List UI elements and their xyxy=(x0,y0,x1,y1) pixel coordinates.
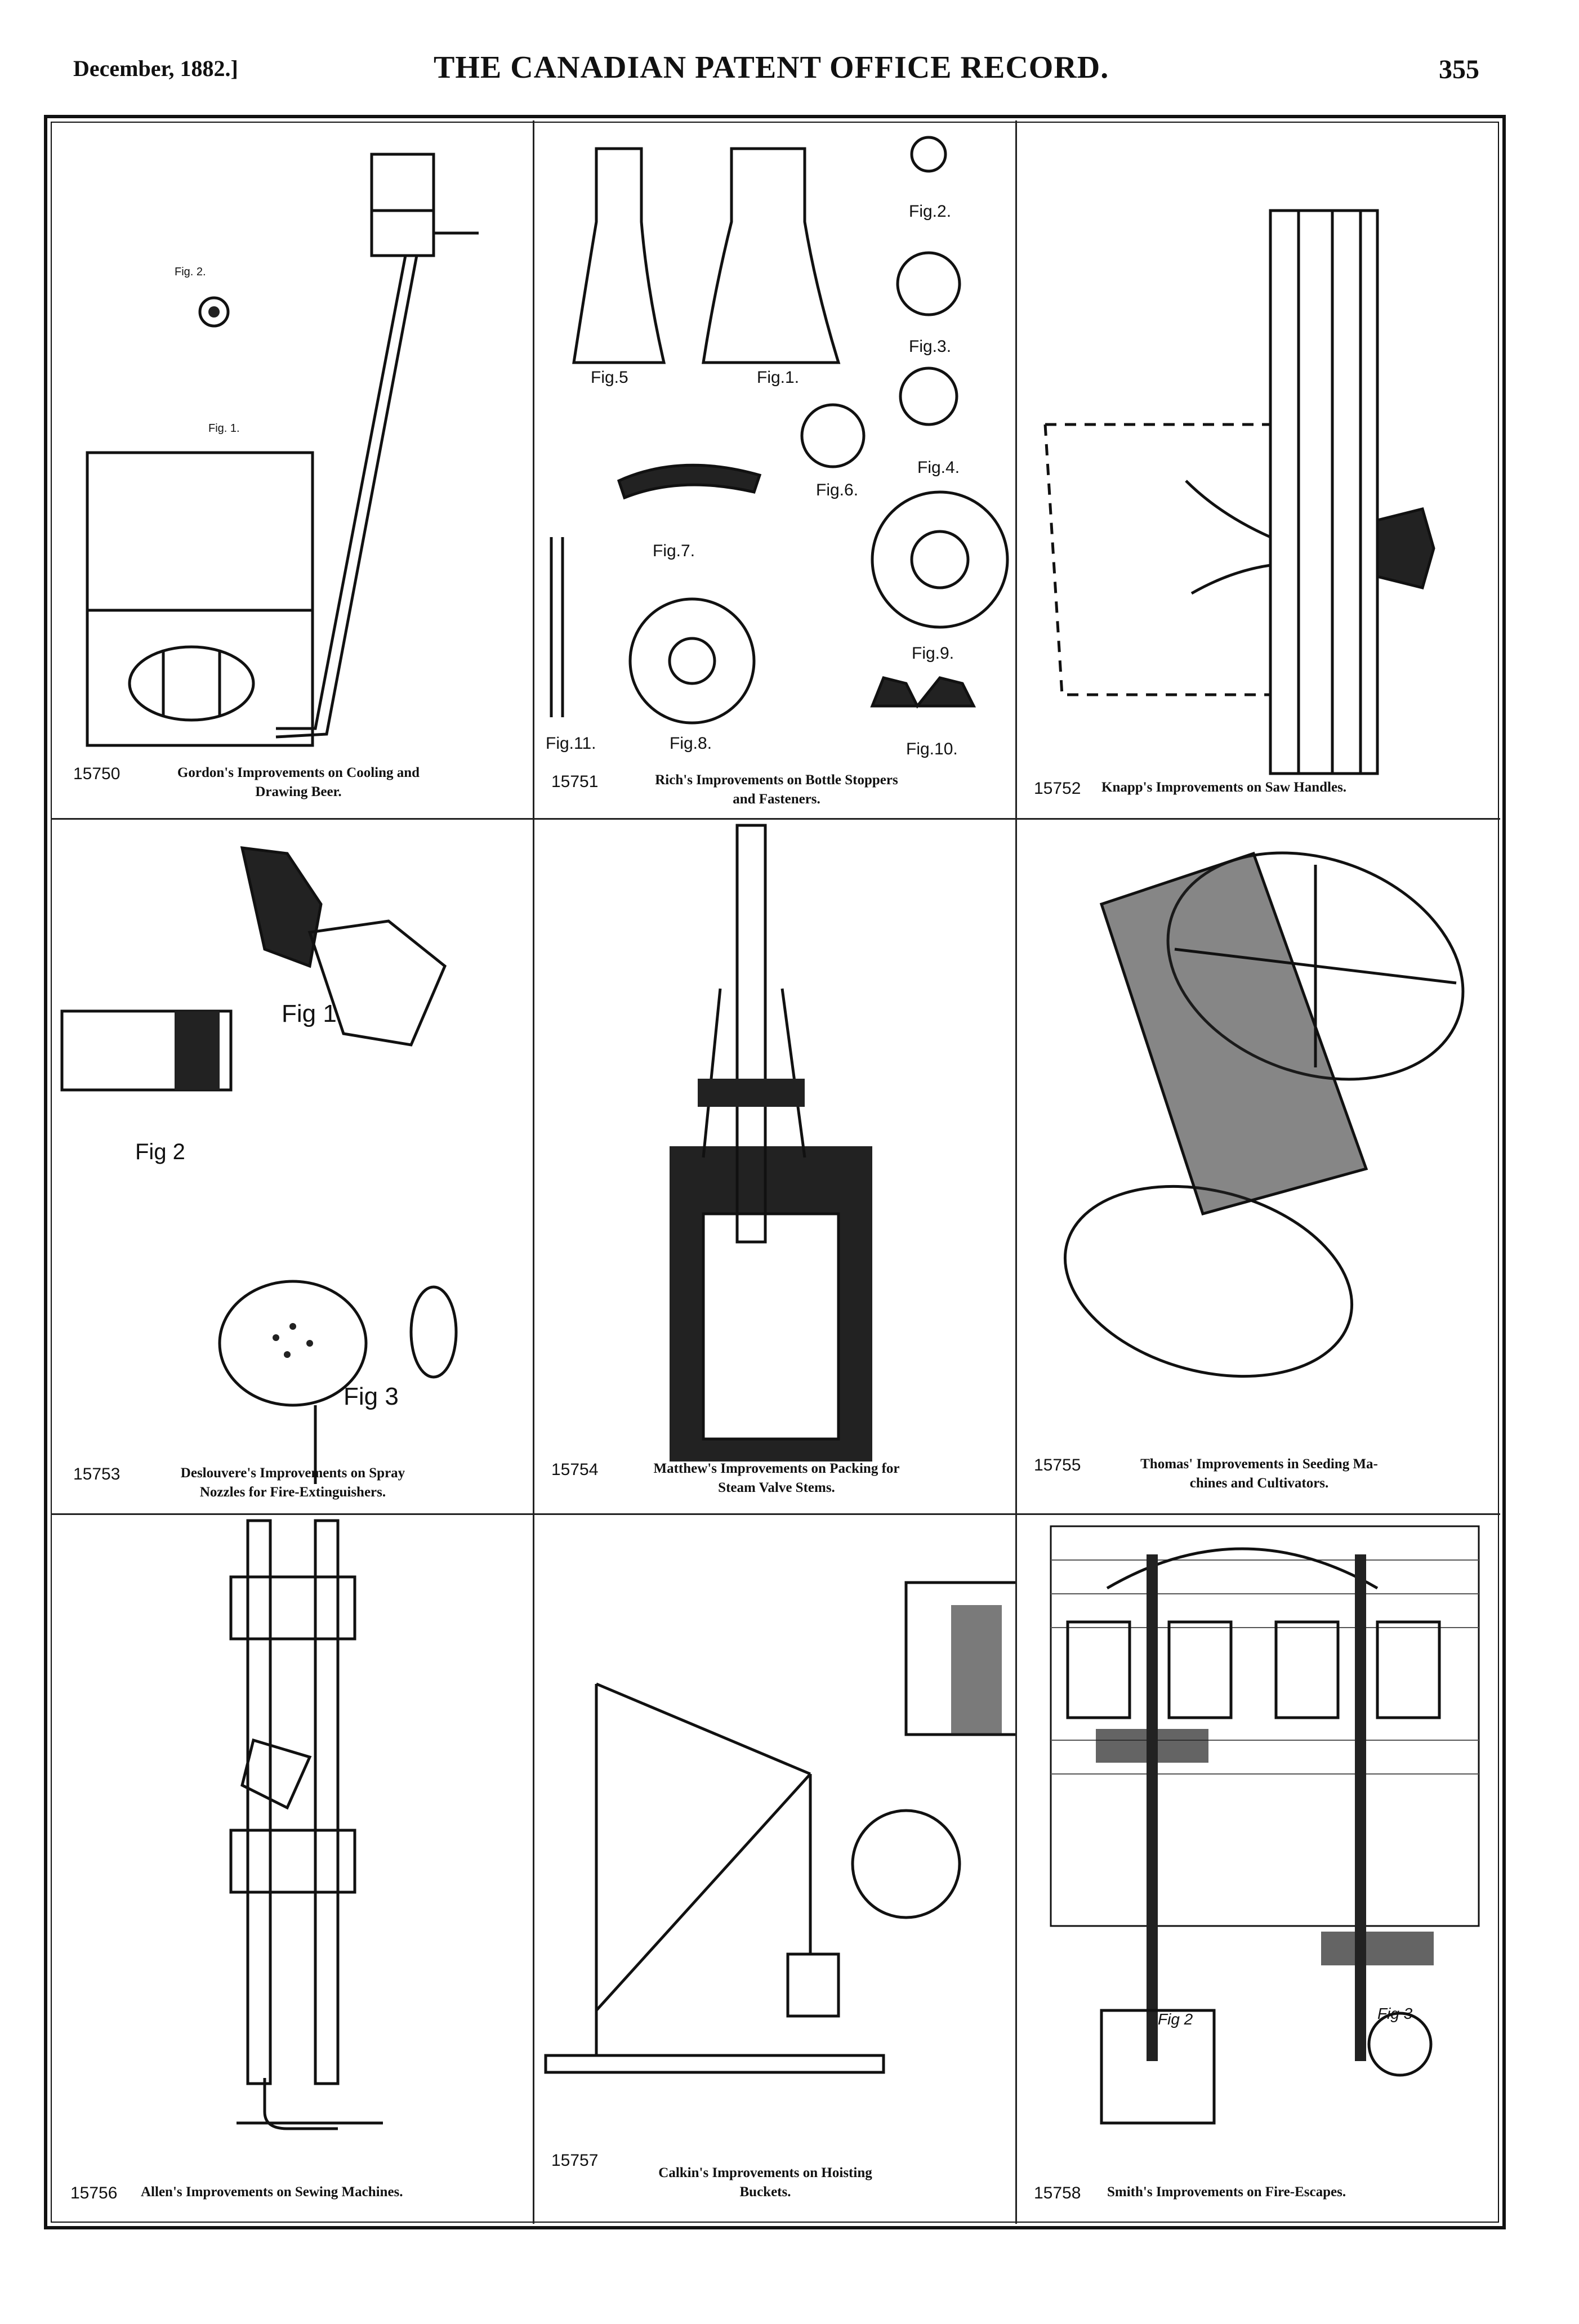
caption-line: Thomas' Improvements in Seeding Ma- xyxy=(1140,1456,1378,1472)
page-date: December, 1882.] xyxy=(73,56,238,81)
caption-line: and Fasteners. xyxy=(733,792,820,807)
caption-line: Calkin's Improvements on Hoisting xyxy=(658,2165,872,2180)
column-divider xyxy=(1015,120,1017,2224)
publication-title: THE CANADIAN PATENT OFFICE RECORD. xyxy=(434,50,1109,85)
caption-line: Knapp's Improvements on Saw Handles. xyxy=(1101,780,1347,795)
patent-number: 15757 xyxy=(551,2151,599,2170)
patent-cell-15758: Fig 2 Fig 3 15758 Smith's Improvements o… xyxy=(1017,1515,1500,2224)
caption-line: Smith's Improvements on Fire-Escapes. xyxy=(1107,2184,1346,2200)
caption-line: Rich's Improvements on Bottle Stoppers xyxy=(655,772,898,788)
patent-number: 15753 xyxy=(73,1465,121,1483)
figure-label: Fig.6. xyxy=(816,481,859,499)
figure-label: Fig. 2. xyxy=(175,266,206,278)
figure-label: Fig.3. xyxy=(909,337,952,356)
row-divider xyxy=(51,818,1500,820)
plate-frame xyxy=(44,115,1506,2229)
figure-label: Fig.11. xyxy=(546,734,596,753)
caption-line: Allen's Improvements on Sewing Machines. xyxy=(141,2184,403,2200)
figure-label: Fig. 1. xyxy=(208,422,240,435)
valve-packing-drawing xyxy=(670,824,872,1462)
patent-cell-15754: 15754 Matthew's Improvements on Packing … xyxy=(534,820,1015,1513)
patent-caption: Thomas' Improvements in Seeding Ma- chin… xyxy=(1101,1455,1417,1493)
patent-cell-15751: Fig.5 Fig.1. Fig.2. Fig.3. Fig.4. Fig.6.… xyxy=(534,120,1015,818)
figure-label: Fig.1. xyxy=(757,368,800,387)
cooling-apparatus-drawing xyxy=(86,153,479,747)
fire-escape-drawing xyxy=(1050,1525,1480,2125)
bottle-stopper-drawing xyxy=(550,136,1009,725)
patent-caption: Gordon's Improvements on Cooling and Dra… xyxy=(141,763,456,802)
caption-line: chines and Cultivators. xyxy=(1189,1476,1329,1491)
patent-caption: Deslouvere's Improvements on Spray Nozzl… xyxy=(135,1464,450,1502)
patent-caption: Smith's Improvements on Fire-Escapes. xyxy=(1107,2183,1468,2202)
patent-number: 15751 xyxy=(551,772,599,791)
figure-label: Fig.5 xyxy=(591,368,628,387)
figure-label: Fig.2. xyxy=(909,202,952,221)
figure-label: Fig 3 xyxy=(344,1383,399,1410)
patent-caption: Rich's Improvements on Bottle Stoppers a… xyxy=(608,771,945,809)
patent-caption: Matthew's Improvements on Packing for St… xyxy=(608,1459,945,1498)
seeding-machine-drawing xyxy=(1063,851,1465,1378)
patent-caption: Calkin's Improvements on Hoisting Bucket… xyxy=(608,2164,923,2202)
caption-line: Steam Valve Stems. xyxy=(718,1480,835,1495)
caption-line: Gordon's Improvements on Cooling and xyxy=(177,765,420,780)
caption-line: Buckets. xyxy=(739,2184,791,2200)
patent-number: 15755 xyxy=(1034,1456,1081,1474)
hoisting-bucket-drawing xyxy=(544,1581,1015,2074)
figure-label: Fig.10. xyxy=(906,740,958,758)
figure-label: Fig.9. xyxy=(912,644,954,663)
spray-nozzle-drawing xyxy=(60,846,458,1484)
page-number: 355 xyxy=(1439,55,1479,84)
column-divider xyxy=(533,120,534,2224)
figure-label: Fig 1 xyxy=(282,1000,337,1027)
figure-label: Fig 2 xyxy=(135,1139,185,1164)
patent-number: 15756 xyxy=(70,2184,118,2202)
sewing-machine-drawing xyxy=(229,1519,383,2130)
patent-caption: Allen's Improvements on Sewing Machines. xyxy=(141,2183,501,2202)
row-divider xyxy=(51,1513,1500,1515)
caption-line: Deslouvere's Improvements on Spray xyxy=(180,1465,405,1481)
patent-cell-15756: 15756 Allen's Improvements on Sewing Mac… xyxy=(51,1515,533,2224)
figure-label: Fig.4. xyxy=(917,458,960,477)
figure-label: Fig 2 xyxy=(1158,2010,1193,2028)
caption-line: Matthew's Improvements on Packing for xyxy=(653,1461,900,1476)
caption-line: Drawing Beer. xyxy=(255,784,342,799)
figure-label: Fig 3 xyxy=(1377,2005,1413,2022)
caption-line: Nozzles for Fire-Extinguishers. xyxy=(199,1485,386,1500)
patent-number: 15754 xyxy=(551,1460,599,1479)
saw-handle-drawing xyxy=(1043,209,1435,775)
patent-caption: Knapp's Improvements on Saw Handles. xyxy=(1101,778,1439,797)
patent-cell-15753: Fig 1 Fig 2 Fig 3 15753 Deslouvere's Imp… xyxy=(51,820,533,1513)
figure-label: Fig.7. xyxy=(653,542,695,560)
patent-cell-15752: 15752 Knapp's Improvements on Saw Handle… xyxy=(1017,120,1500,818)
patent-number: 15758 xyxy=(1034,2184,1081,2202)
patent-cell-15750: Fig. 2. Fig. 1. 15750 Gordon's Improveme… xyxy=(51,120,533,818)
patent-cell-15755: 15755 Thomas' Improvements in Seeding Ma… xyxy=(1017,820,1500,1513)
patent-cell-15757: 15757 Calkin's Improvements on Hoisting … xyxy=(534,1515,1015,2224)
patent-number: 15752 xyxy=(1034,779,1081,798)
patent-number: 15750 xyxy=(73,765,121,783)
figure-label: Fig.8. xyxy=(670,734,712,753)
